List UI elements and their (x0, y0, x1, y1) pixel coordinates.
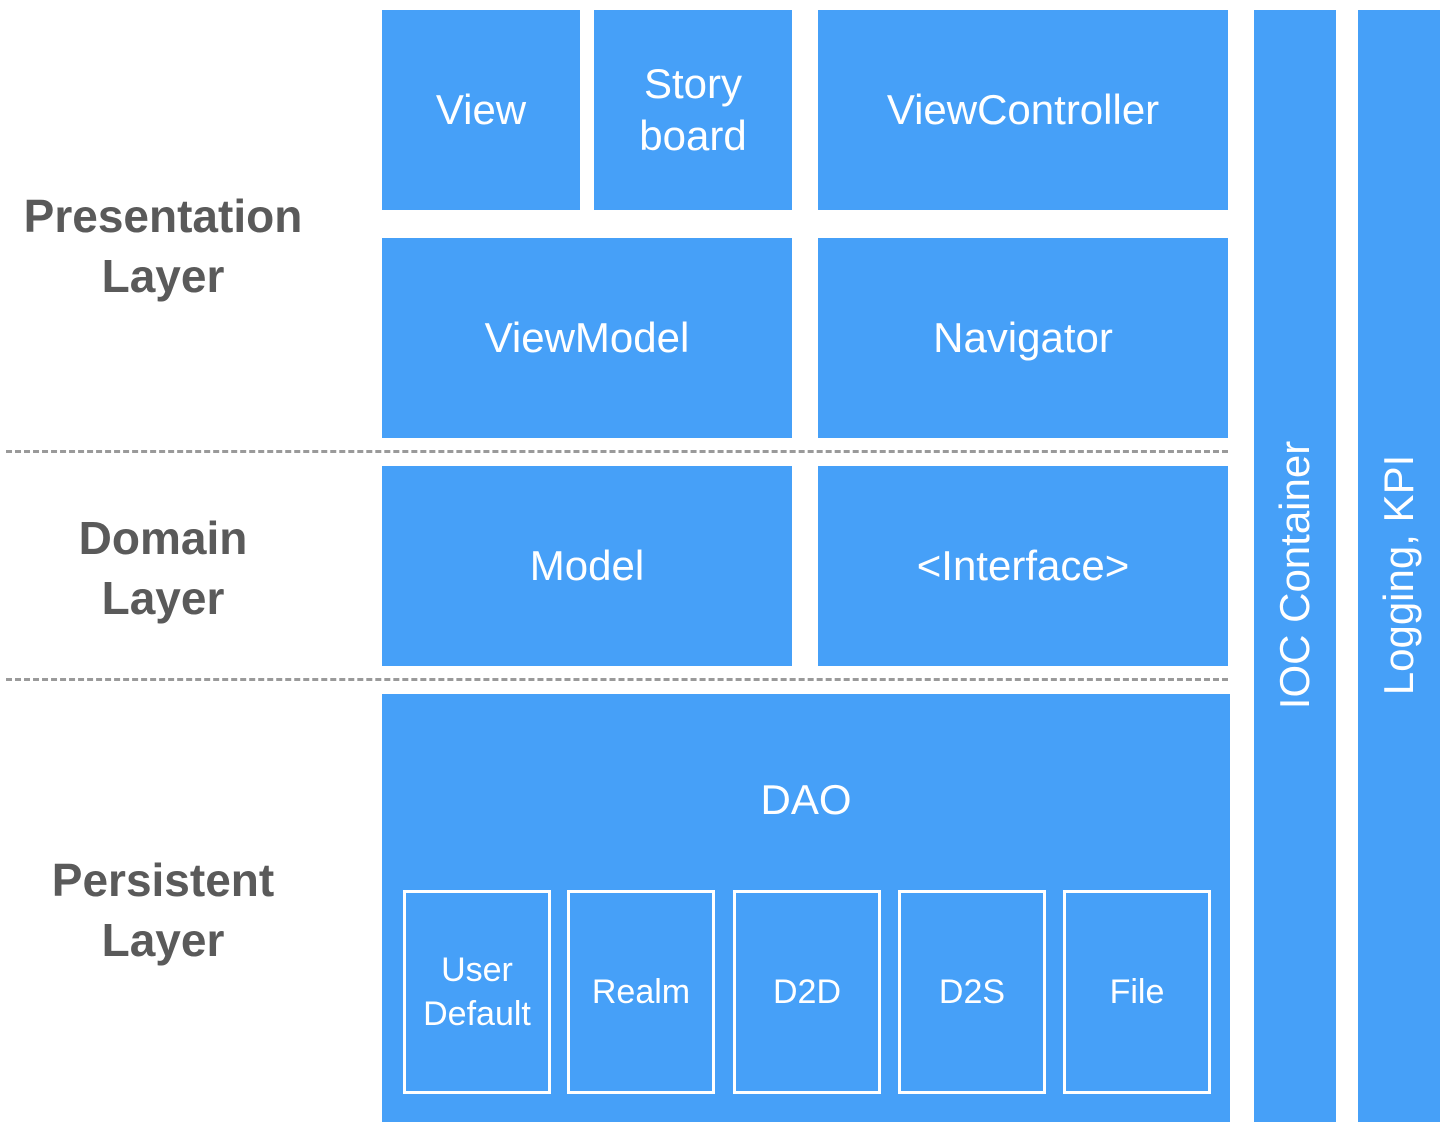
view-box: View (382, 10, 580, 210)
ioc-container-label: IOC Container (1271, 440, 1318, 710)
domain-layer-label-line2: Layer (101, 572, 225, 624)
dao-box (382, 694, 1230, 1122)
storyboard-box: Story board (594, 10, 792, 210)
domain-layer-label-line1: Domain (78, 512, 248, 564)
d2d-label: D2D (772, 972, 842, 1011)
domain-layer-label: Domain Layer (0, 508, 326, 628)
interface-box: <Interface> (818, 466, 1228, 666)
persistent-layer-label-line2: Layer (101, 914, 225, 966)
domain-persistent-divider (6, 678, 1228, 681)
user-default-label-line2: Default (423, 995, 531, 1033)
persistent-layer-label: Persistent Layer (0, 850, 326, 970)
d2d-box: D2D (733, 890, 881, 1094)
model-box: Model (382, 466, 792, 666)
dao-title: DAO (760, 776, 852, 823)
view-box-label: View (435, 85, 527, 133)
presentation-layer-label: Presentation Layer (0, 186, 326, 306)
file-label: File (1109, 972, 1165, 1011)
user-default-label-line1: User (441, 950, 513, 989)
user-default-box: User Default (403, 890, 551, 1094)
view-controller-box-label: ViewController (886, 85, 1160, 133)
navigator-box-label: Navigator (933, 313, 1113, 361)
presentation-layer-label-line2: Layer (101, 250, 225, 302)
storyboard-box-label-line1: Story (643, 59, 743, 107)
file-box: File (1063, 890, 1211, 1094)
navigator-box: Navigator (818, 238, 1228, 438)
d2s-box: D2S (898, 890, 1046, 1094)
view-model-box: ViewModel (382, 238, 792, 438)
logging-kpi-bar: Logging, KPI (1358, 10, 1440, 1122)
storyboard-box-label-line2: board (639, 112, 747, 159)
realm-label: Realm (591, 972, 691, 1011)
view-model-box-label: ViewModel (484, 313, 690, 361)
d2s-label: D2S (938, 972, 1006, 1011)
interface-box-label: <Interface> (916, 541, 1130, 589)
realm-box: Realm (567, 890, 715, 1094)
logging-kpi-label: Logging, KPI (1375, 454, 1422, 696)
ioc-container-bar: IOC Container (1254, 10, 1336, 1122)
presentation-domain-divider (6, 450, 1228, 453)
presentation-layer-label-line1: Presentation (23, 190, 303, 242)
persistent-layer-label-line1: Persistent (51, 854, 275, 906)
view-controller-box: ViewController (818, 10, 1228, 210)
model-box-label: Model (529, 541, 645, 589)
